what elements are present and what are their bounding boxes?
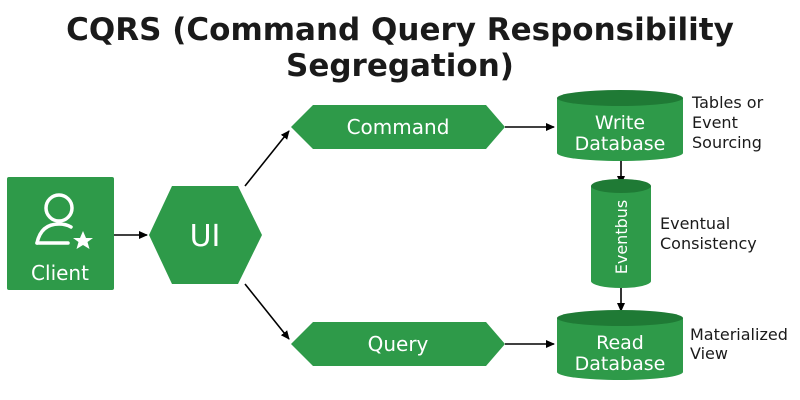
write-database-note-line-3: Sourcing (692, 133, 762, 152)
read-database-note: Materialized View (690, 325, 788, 363)
write-database-label-line-1: Write (595, 112, 645, 134)
diagram-title-line-2: Segregation) (286, 48, 514, 84)
edge-ui-to-query (244, 283, 290, 340)
query-shape (291, 322, 505, 366)
eventbus-node: Eventbus (591, 179, 651, 288)
ui-label: UI (190, 219, 221, 254)
write-database-note-line-2: Event (692, 113, 738, 132)
command-node: Command (291, 105, 505, 149)
query-label: Query (368, 332, 429, 356)
read-database-label-line-2: Database (575, 353, 666, 375)
client-box (7, 177, 114, 290)
ui-node: UI (149, 186, 262, 284)
command-label: Command (347, 115, 450, 139)
user-star-icon (35, 193, 93, 249)
write-database-node: Write Database (557, 90, 683, 161)
client-label: Client (31, 261, 89, 285)
ui-hexagon (149, 186, 262, 284)
edge-ui-to-command (244, 130, 290, 187)
read-database-label-line-1: Read (596, 332, 644, 354)
write-database-note: Tables or Event Sourcing (691, 93, 764, 152)
read-database-note-line-2: View (690, 344, 728, 363)
eventbus-note: Eventual Consistency (660, 214, 757, 253)
read-database-node: Read Database (557, 310, 683, 380)
read-database-body (557, 318, 683, 380)
eventbus-note-line-2: Consistency (660, 234, 757, 253)
write-database-body (557, 98, 683, 161)
command-shape (291, 105, 505, 149)
write-database-label-line-2: Database (575, 133, 666, 155)
query-node: Query (291, 322, 505, 366)
read-database-top (557, 310, 683, 326)
eventbus-body (591, 186, 651, 288)
diagram-title-line-1: CQRS (Command Query Responsibility (66, 12, 734, 48)
client-node: Client (7, 177, 114, 290)
eventbus-label: Eventbus (612, 200, 631, 274)
read-database-note-line-1: Materialized (690, 325, 788, 344)
edges (114, 123, 625, 348)
write-database-note-line-1: Tables or (691, 93, 764, 112)
eventbus-top (591, 179, 651, 193)
write-database-top (557, 90, 683, 106)
eventbus-note-line-1: Eventual (660, 214, 730, 233)
